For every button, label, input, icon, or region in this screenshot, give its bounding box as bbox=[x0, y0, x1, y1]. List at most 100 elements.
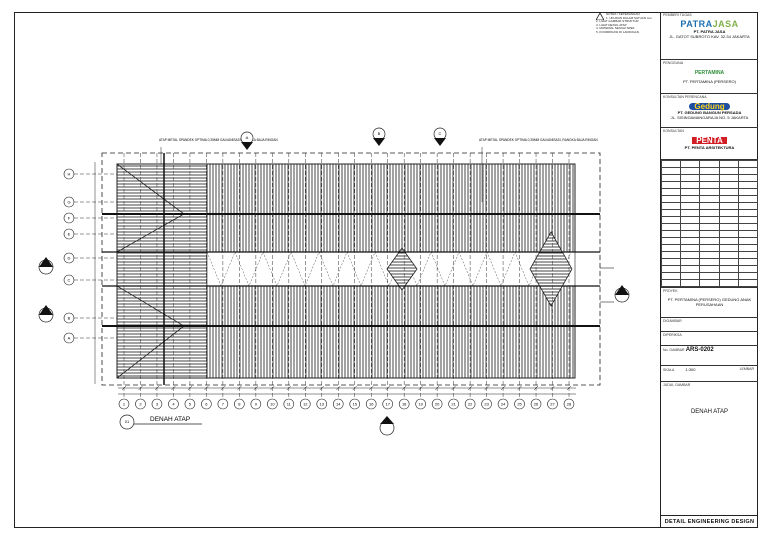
section-marker[interactable]: C bbox=[433, 127, 447, 146]
revision-cell bbox=[699, 160, 720, 168]
grid-col-label: 20 bbox=[435, 402, 440, 407]
grid-row-label: F bbox=[68, 216, 71, 221]
dimension-tick bbox=[319, 385, 324, 391]
revision-cell bbox=[737, 188, 758, 196]
revision-row bbox=[661, 265, 758, 273]
grid-col-bubble[interactable]: 1 bbox=[118, 398, 130, 410]
grid-col-bubble[interactable]: 26 bbox=[530, 398, 542, 410]
dimension-tick bbox=[566, 385, 572, 391]
grid-col-bubble[interactable]: 20 bbox=[431, 398, 443, 410]
grid-row-bubble[interactable]: E bbox=[63, 228, 75, 240]
grid-col-label: 2 bbox=[139, 402, 142, 407]
title-cell: JUDUL GAMBAR DENAH ATAP bbox=[661, 382, 758, 462]
checked-label: DIPERIKSA bbox=[663, 333, 682, 337]
scale-cell: SKALA 1:300 LEMBAR bbox=[661, 366, 758, 382]
pertamina-logo: PERTAMINA bbox=[694, 70, 725, 76]
grid-col-bubble[interactable]: 23 bbox=[481, 398, 492, 410]
grid-col-bubble[interactable]: 18 bbox=[398, 398, 410, 410]
title-label: JUDUL GAMBAR bbox=[663, 383, 691, 387]
dimension-tick bbox=[171, 385, 176, 391]
grid-row-bubble[interactable]: B bbox=[63, 312, 75, 324]
section-marker[interactable]: A bbox=[240, 131, 254, 150]
revision-cell bbox=[661, 160, 682, 168]
drawing-title-tag: 01 bbox=[125, 419, 130, 424]
footer-design-stage: DETAIL ENGINEERING DESIGN bbox=[661, 515, 758, 528]
revision-cell bbox=[737, 272, 758, 280]
contractor-name: PT. GEDUNG BANGUN PERSADA bbox=[677, 110, 742, 115]
owner-cell: PEMBERI TUGAS PATRAJASA PT. PATRA JASA J… bbox=[661, 12, 758, 60]
notes-line: 1. UKURAN DALAM SATUAN mm bbox=[606, 15, 652, 20]
grid-col-bubble[interactable]: 2 bbox=[135, 398, 146, 410]
section-marker-bottom[interactable] bbox=[379, 416, 395, 436]
section-marker[interactable]: B bbox=[372, 127, 386, 146]
revision-cell bbox=[718, 209, 739, 217]
grid-col-bubble[interactable]: 9 bbox=[250, 398, 262, 410]
grid-col-bubble[interactable]: 21 bbox=[448, 398, 459, 410]
revision-cell bbox=[737, 160, 758, 168]
grid-col-bubble[interactable]: 24 bbox=[497, 398, 509, 410]
grid-row-bubble[interactable]: A bbox=[63, 332, 75, 344]
grid-col-bubble[interactable]: 12 bbox=[299, 398, 311, 410]
grid-col-bubble[interactable]: 17 bbox=[382, 398, 394, 410]
grid-col-bubble[interactable]: 10 bbox=[267, 398, 278, 410]
grid-col-bubble[interactable]: 27 bbox=[547, 398, 558, 410]
skylight-truss-line bbox=[206, 251, 572, 287]
grid-col-bubble[interactable]: 13 bbox=[316, 398, 328, 410]
grid-row-bubble[interactable]: F bbox=[63, 212, 75, 224]
grid-col-label: 3 bbox=[156, 402, 159, 407]
revision-cell bbox=[699, 202, 720, 210]
grid-col-bubble[interactable]: 3 bbox=[151, 398, 163, 410]
revision-table bbox=[661, 160, 758, 288]
user-cell: PENGGUNA PERTAMINA PT. PERTAMINA (PERSER… bbox=[661, 60, 758, 94]
grid-col-label: 6 bbox=[205, 402, 208, 407]
grid-col-bubble[interactable]: 7 bbox=[217, 398, 229, 410]
grid-row-bubble[interactable]: C bbox=[63, 274, 75, 286]
grid-col-label: 9 bbox=[255, 402, 258, 407]
dimension-tick bbox=[451, 385, 456, 391]
title-value: DENAH ATAP bbox=[690, 409, 729, 415]
revision-cell bbox=[699, 237, 720, 245]
grid-col-bubble[interactable]: 25 bbox=[514, 398, 525, 410]
grid-col-label: 22 bbox=[468, 402, 473, 407]
dimension-tick bbox=[385, 385, 390, 391]
grid-col-label: 8 bbox=[238, 402, 241, 407]
section-marker-right[interactable] bbox=[614, 285, 630, 303]
revision-cell bbox=[718, 265, 739, 273]
grid-col-bubble[interactable]: 22 bbox=[464, 398, 476, 410]
grid-col-bubble[interactable]: 28 bbox=[563, 398, 575, 410]
grid-col-bubble[interactable]: 5 bbox=[184, 398, 196, 410]
grid-col-bubble[interactable]: 6 bbox=[201, 398, 212, 410]
revision-cell bbox=[718, 167, 739, 175]
drawing-title: 01 DENAH ATAP bbox=[119, 414, 202, 430]
grid-col-bubble[interactable]: 4 bbox=[168, 398, 179, 410]
grid-row-bubble[interactable]: H bbox=[63, 168, 75, 180]
grid-col-bubble[interactable]: 11 bbox=[283, 398, 295, 410]
revision-cell bbox=[718, 202, 739, 210]
notes-line: 2. LIHAT GAMBAR STRUKTUR bbox=[596, 19, 639, 24]
grid-row-bubble[interactable]: D bbox=[63, 252, 75, 264]
owner-label: PEMBERI TUGAS bbox=[663, 13, 692, 17]
grid-row-bubble[interactable]: G bbox=[63, 196, 75, 208]
drawn-label: DIGAMBAR bbox=[663, 319, 682, 323]
grid-col-bubble[interactable]: 15 bbox=[349, 398, 361, 410]
revision-row bbox=[661, 272, 758, 280]
grid-col-label: 21 bbox=[451, 402, 456, 407]
notes-block: NOTES / KETERANGAN: 1. UKURAN DALAM SATU… bbox=[596, 12, 658, 35]
section-marker-left[interactable] bbox=[38, 257, 54, 275]
revision-row bbox=[661, 160, 758, 168]
dimension-tick bbox=[253, 385, 259, 391]
revision-cell bbox=[661, 272, 682, 280]
section-marker-left[interactable] bbox=[38, 305, 54, 323]
revision-cell bbox=[661, 167, 682, 175]
revision-row bbox=[661, 174, 758, 182]
gedung-logo: Gedung bbox=[689, 103, 730, 111]
revision-cell bbox=[699, 265, 720, 273]
grid-col-bubble[interactable]: 14 bbox=[332, 398, 344, 410]
grid-col-label: 17 bbox=[385, 402, 390, 407]
user-name: PT. PERTAMINA (PERSERO) bbox=[683, 79, 736, 84]
grid-col-bubble[interactable]: 16 bbox=[365, 398, 377, 410]
grid-col-bubble[interactable]: 19 bbox=[415, 398, 426, 410]
grid-col-bubble[interactable]: 8 bbox=[234, 398, 245, 410]
contractor-cell: KONSULTAN PERENCANA Gedung PT. GEDUNG BA… bbox=[661, 94, 758, 128]
